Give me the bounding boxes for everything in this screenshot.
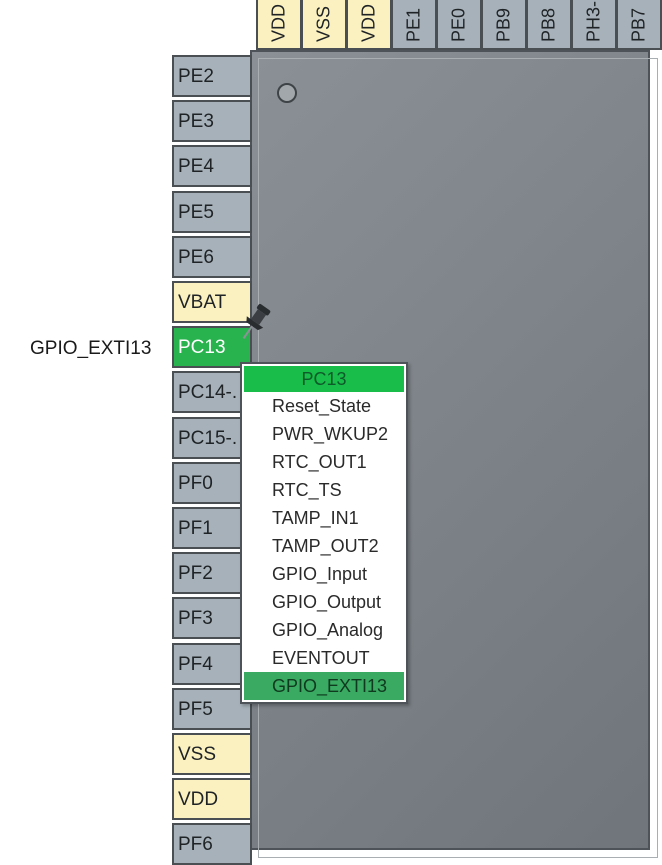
pin-label: PB8 [538,7,559,42]
pin-pf3[interactable]: PF3 [172,597,252,640]
pin-pe1[interactable]: PE1 [391,0,437,50]
menu-item-rtc-ts[interactable]: RTC_TS [272,480,342,500]
pin-pb9[interactable]: PB9 [481,0,527,50]
pin-pe6[interactable]: PE6 [172,235,252,278]
pin-pe4[interactable]: PE4 [172,145,252,188]
pin-label: VDD [358,3,379,42]
pin-label: PF4 [178,653,213,675]
pin-pc15[interactable]: PC15-. [172,416,252,459]
pin-label: PF0 [178,472,213,494]
menu-item-tamp-in1[interactable]: TAMP_IN1 [272,508,359,528]
pin-label: VSS [313,5,334,42]
pin-label: PE6 [178,246,214,268]
menu-item-rtc-out1[interactable]: RTC_OUT1 [272,452,367,472]
pin-label: PC14-. [178,382,238,404]
pin-label: PB9 [493,7,514,42]
pin-pf0[interactable]: PF0 [172,461,252,504]
pin-ph3[interactable]: PH3- [571,0,617,50]
pin-label: PF3 [178,608,213,630]
menu-item-gpio-output[interactable]: GPIO_Output [272,592,382,612]
pin-label: PF2 [178,563,213,585]
menu-item-eventout[interactable]: EVENTOUT [272,648,370,668]
pin-vdd[interactable]: VDD [256,0,302,50]
pin-label: PE3 [178,111,214,133]
pin-pf5[interactable]: PF5 [172,687,252,730]
pin-vdd[interactable]: VDD [172,778,252,821]
pin-label: PC13 [178,337,226,359]
pin-label: PF6 [178,834,213,856]
pin-label: PE1 [403,7,424,42]
pin-pf2[interactable]: PF2 [172,552,252,595]
pin-label: VSS [178,744,217,765]
menu-item-pwr-wkup2[interactable]: PWR_WKUP2 [272,424,389,444]
menu-item-gpio-input[interactable]: GPIO_Input [272,564,368,584]
pin-pc14[interactable]: PC14-. [172,371,252,414]
pin-label: VDD [178,789,219,811]
pin-label: VDD [268,3,289,42]
pin-pe5[interactable]: PE5 [172,190,252,233]
menu-item-tamp-out2[interactable]: TAMP_OUT2 [272,536,379,556]
pin-pb8[interactable]: PB8 [526,0,572,50]
pin-vss[interactable]: VSS [301,0,347,50]
pin-pc13[interactable]: PC13 [172,326,252,369]
pin1-marker [277,83,297,103]
pin-function-label: GPIO_EXTI13 [30,338,152,359]
pin-label: PE5 [178,201,214,223]
pin-label: VBAT [178,292,227,313]
pin-label: PE2 [178,66,214,87]
menu-title: PC13 [244,366,404,392]
pin-label: PC15-. [178,427,238,449]
pin-vdd[interactable]: VDD [346,0,392,50]
pin-label: PH3- [583,0,604,42]
pin-pe3[interactable]: PE3 [172,100,252,143]
pin-pe0[interactable]: PE0 [436,0,482,50]
pin-pf1[interactable]: PF1 [172,507,252,549]
menu-item-gpio-exti13[interactable]: GPIO_EXTI13 [244,672,404,700]
pin-label: PF5 [178,698,213,720]
pushpin-icon [242,304,271,339]
pin-vbat[interactable]: VBAT [172,281,252,323]
pin-label: PE4 [178,156,214,178]
pin-label: PB7 [628,7,649,42]
pin-vss[interactable]: VSS [172,733,252,775]
pin-label: PF1 [178,518,213,539]
pin-pe2[interactable]: PE2 [172,55,252,97]
menu-item-reset-state[interactable]: Reset_State [272,396,372,416]
pin-pb7[interactable]: PB7 [616,0,662,50]
menu-item-gpio-analog[interactable]: GPIO_Analog [272,620,384,640]
pin-label: PE0 [448,7,469,42]
pin-pf6[interactable]: PF6 [172,823,252,865]
